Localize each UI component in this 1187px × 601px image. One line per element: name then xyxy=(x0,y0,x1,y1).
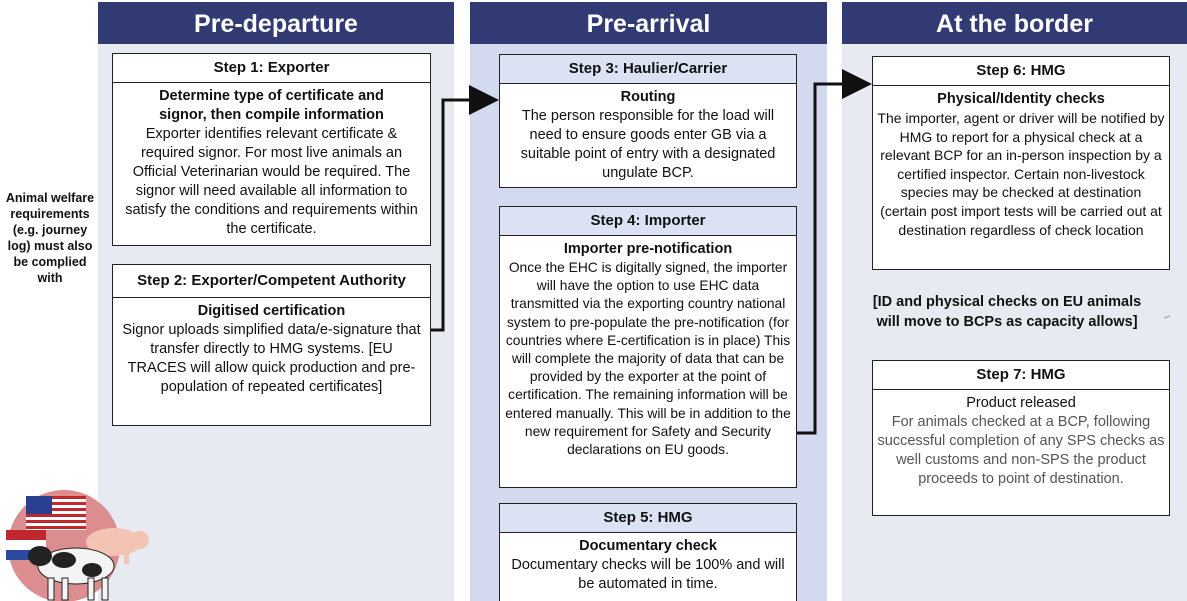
livestock-flags-illustration xyxy=(6,490,149,601)
step-3-header: Step 3: Haulier/Carrier xyxy=(500,55,796,84)
step-4-title: Importer pre-notification xyxy=(563,241,733,257)
step-5-title: Documentary check xyxy=(579,538,717,554)
step-4-text: Once the EHC is digitally signed, the im… xyxy=(505,260,791,458)
step-3-text: The person responsible for the load will… xyxy=(520,108,776,181)
step-5-header: Step 5: HMG xyxy=(500,504,796,533)
step-2-box: Step 2: Exporter/Competent Authority Dig… xyxy=(112,264,431,426)
step-1-box: Step 1: Exporter Determine type of certi… xyxy=(112,53,431,246)
column-header-pre-arrival: Pre-arrival xyxy=(470,2,827,44)
arrow-step2-to-step3 xyxy=(431,85,499,332)
step-3-title: Routing xyxy=(620,89,676,105)
step-4-header: Step 4: Importer xyxy=(500,207,796,236)
cow-icon xyxy=(28,546,115,601)
step-1-text: Exporter identifies relevant certificate… xyxy=(125,126,418,237)
step-6-header: Step 6: HMG xyxy=(873,57,1169,86)
step-2-text: Signor uploads simplified data/e-signatu… xyxy=(122,322,421,395)
step-7-header: Step 7: HMG xyxy=(873,361,1169,390)
small-mark xyxy=(1163,315,1171,319)
eu-checks-note: [ID and physical checks on EU animals wi… xyxy=(872,294,1142,330)
step-7-box: Step 7: HMG Product released For animals… xyxy=(872,360,1170,516)
step-4-box: Step 4: Importer Importer pre-notificati… xyxy=(499,206,797,488)
step-1-header: Step 1: Exporter xyxy=(113,54,430,83)
column-header-pre-departure: Pre-departure xyxy=(98,2,454,44)
step-3-box: Step 3: Haulier/Carrier Routing The pers… xyxy=(499,54,797,188)
column-header-at-border: At the border xyxy=(842,2,1187,44)
step-2-header: Step 2: Exporter/Competent Authority xyxy=(113,265,430,298)
arrow-step4-to-step6 xyxy=(797,69,872,435)
step-7-title: Product released xyxy=(966,395,1076,411)
step-1-title: Determine type of certificate and signor… xyxy=(159,88,384,123)
us-flag-icon xyxy=(26,496,86,530)
step-5-text: Documentary checks will be 100% and will… xyxy=(511,557,785,592)
step-6-box: Step 6: HMG Physical/Identity checks The… xyxy=(872,56,1170,270)
step-6-title: Physical/Identity checks xyxy=(937,91,1105,107)
step-5-box: Step 5: HMG Documentary check Documentar… xyxy=(499,503,797,601)
step-2-title: Digitised certification xyxy=(197,303,346,319)
animal-welfare-note: Animal welfare requirements (e.g. journe… xyxy=(5,191,95,285)
step-7-text: For animals checked at a BCP, following … xyxy=(877,414,1165,487)
step-6-text: The importer, agent or driver will be no… xyxy=(877,110,1165,238)
netherlands-flag-icon xyxy=(6,530,46,560)
